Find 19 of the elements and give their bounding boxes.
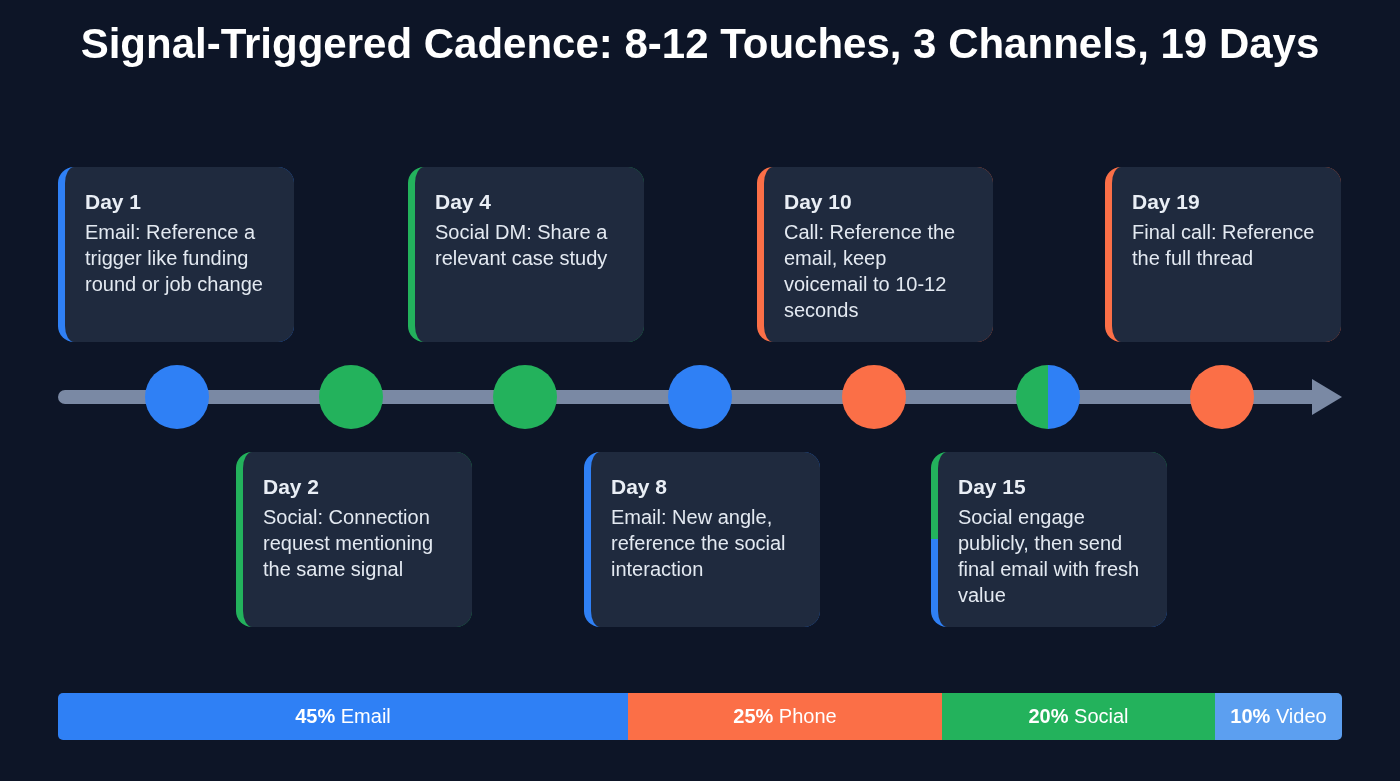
- card-title: Day 4: [435, 189, 492, 215]
- segment-label: 20% Social: [1028, 705, 1129, 728]
- segment-label: 45% Email: [295, 705, 391, 728]
- card-text: Social DM: Share a relevant case study: [435, 220, 609, 271]
- segment-label: 10% Video: [1230, 705, 1327, 728]
- card-title: Day 2: [263, 474, 320, 500]
- diagram-title: Signal-Triggered Cadence: 8-12 Touches, 3 Channels, 19 Days: [80, 20, 1320, 68]
- segment-label: 25% Phone: [733, 705, 837, 728]
- card-title: Day 19: [1132, 189, 1200, 215]
- card-title: Day 1: [85, 189, 142, 215]
- card-title: Day 10: [784, 189, 852, 215]
- card-text: Social: Connection request mentioning the same signal: [263, 505, 435, 582]
- card-text: Social engage publicly, then send final email with fresh value: [958, 505, 1141, 608]
- card-title: Day 15: [958, 474, 1026, 500]
- card-text: Final call: Reference the full thread: [1132, 220, 1316, 271]
- card-text: Email: Reference a trigger like funding round or job change: [85, 220, 264, 297]
- card-text: Email: New angle, reference the social interaction: [611, 505, 787, 582]
- card-text: Call: Reference the email, keep voicemail to 10-12 seconds: [784, 220, 957, 323]
- card-title: Day 8: [611, 474, 668, 500]
